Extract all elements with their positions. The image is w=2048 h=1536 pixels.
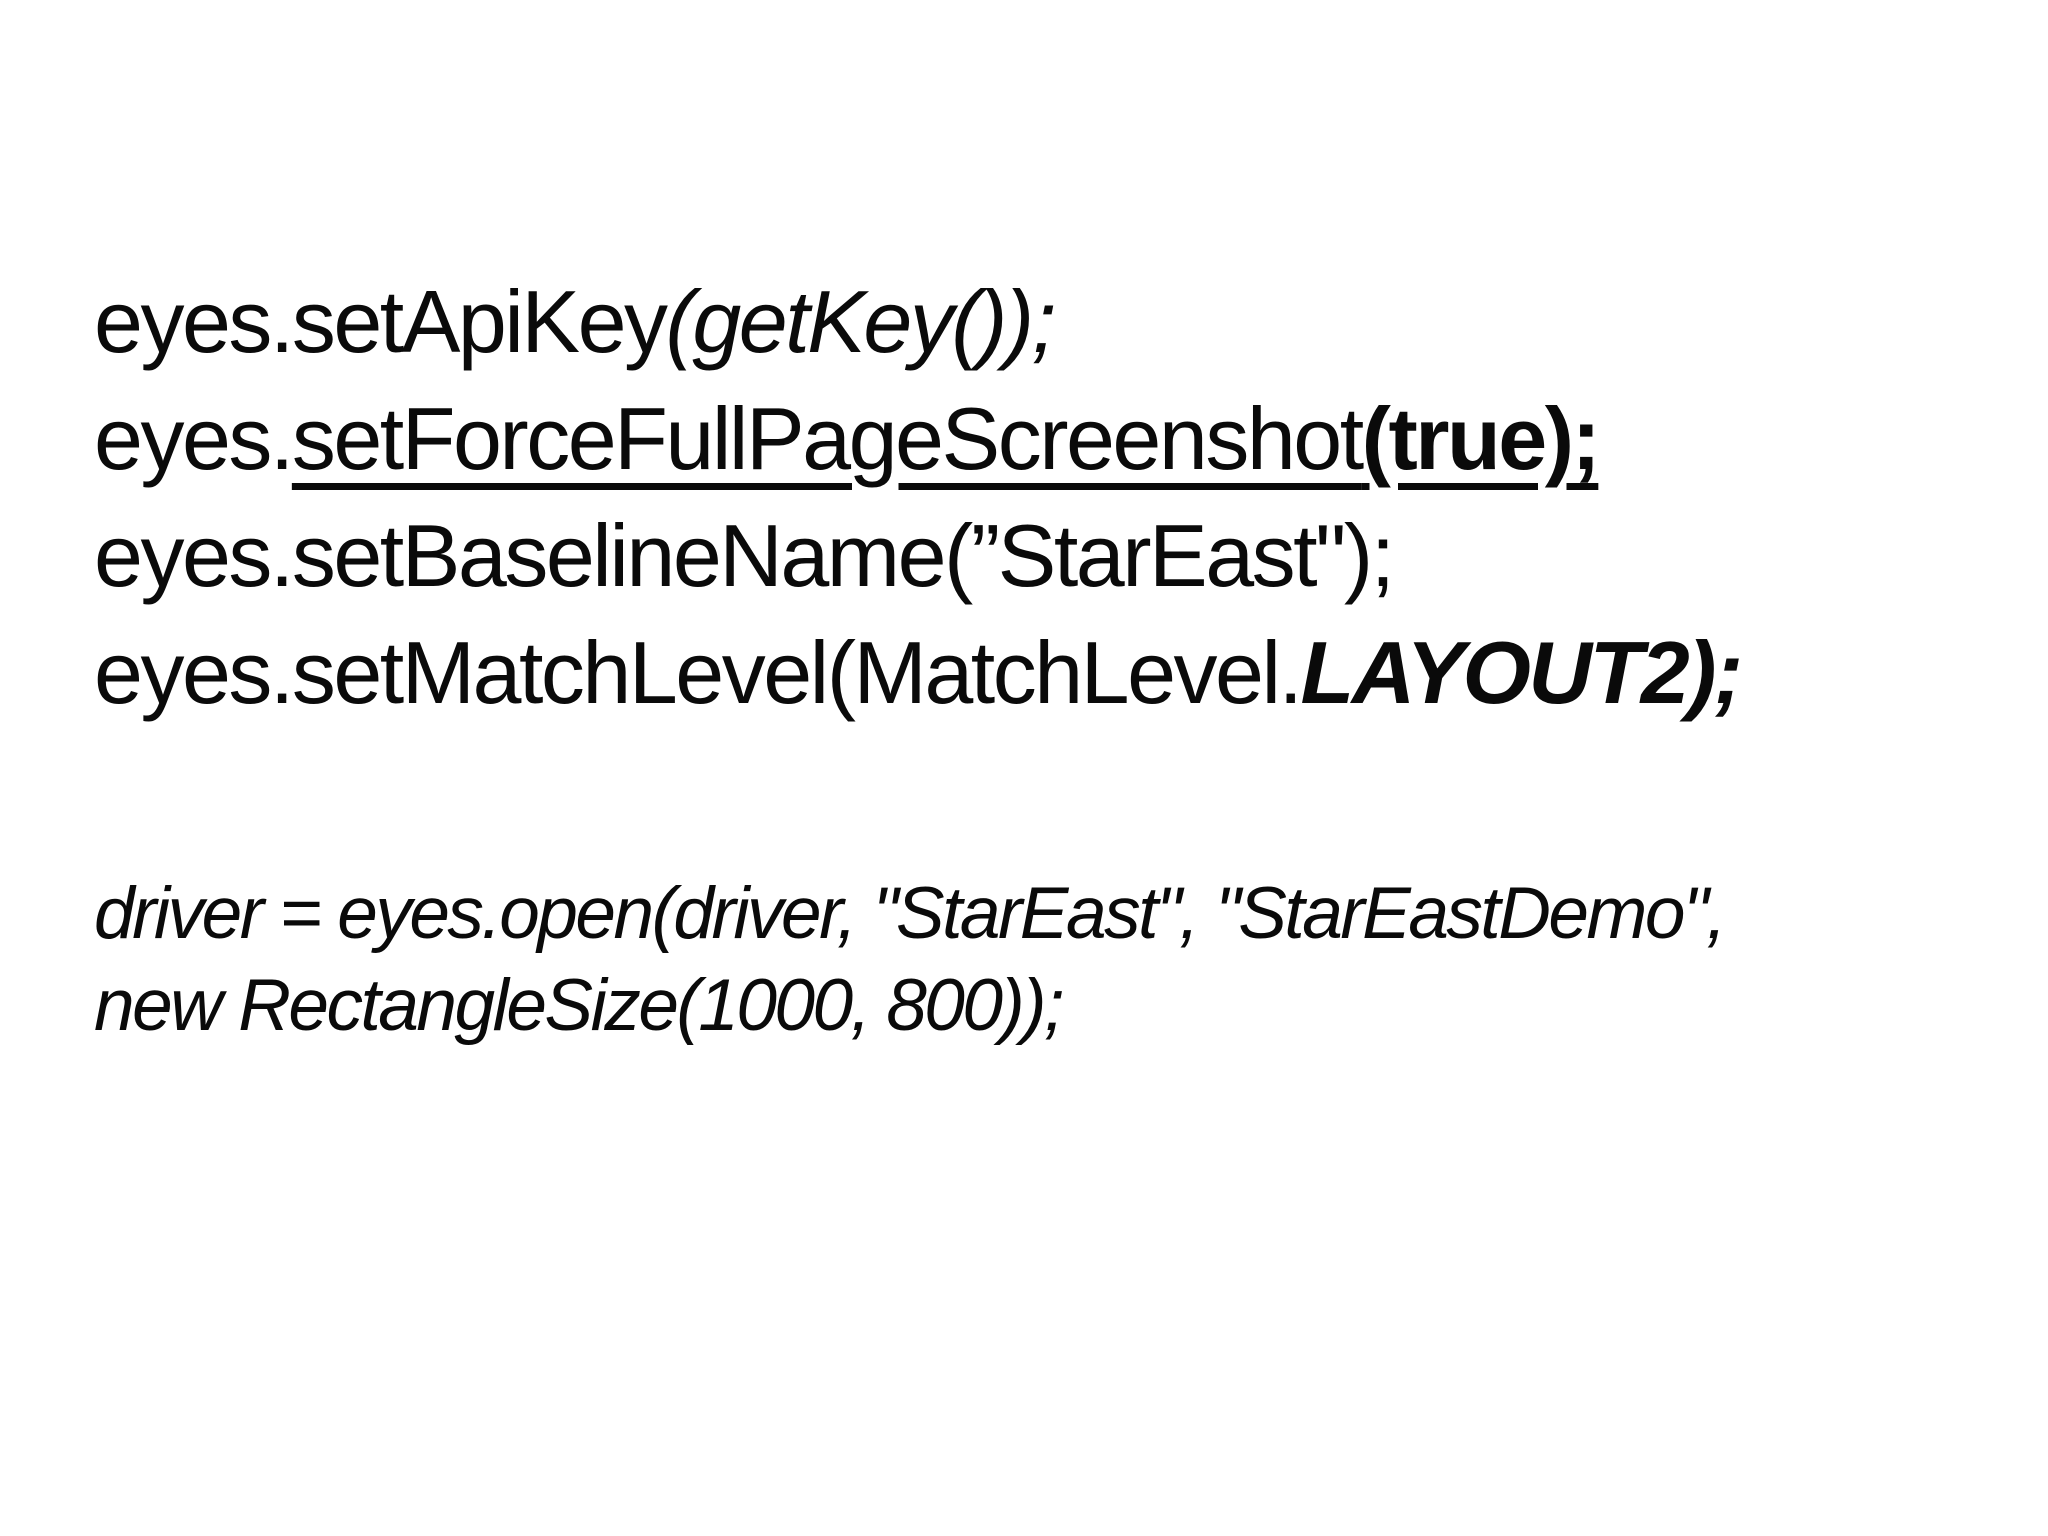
set-match-level-prefix: eyes.setMatchLevel(MatchLevel.: [94, 623, 1303, 722]
code-block-eyes-open: driver = eyes.open(driver, "StarEast", "…: [94, 868, 1727, 1052]
force-screenshot-bold-arg: (true);: [1361, 389, 1601, 488]
code-line-set-baseline-name: eyes.setBaselineName(”StarEast");: [94, 497, 1741, 614]
get-key-italic-call: (getKey());: [665, 272, 1057, 371]
set-baseline-name-text: eyes.setBaselineName(”StarEast");: [94, 506, 1395, 605]
force-screenshot-method: setForceFullPageScreenshot: [291, 389, 1364, 488]
code-block-eyes-setup: eyes.setApiKey(getKey()); eyes.setForceF…: [94, 263, 1744, 731]
code-line-eyes-open: driver = eyes.open(driver, "StarEast", "…: [94, 868, 1727, 960]
layout2-bold-italic-arg: LAYOUT2);: [1300, 623, 1744, 722]
set-api-key-prefix: eyes.setApiKey: [94, 272, 668, 371]
rectangle-size-text: new RectangleSize(1000, 800));: [94, 965, 1064, 1046]
force-screenshot-underlined-call: setForceFullPageScreenshot(true);: [291, 389, 1601, 488]
force-screenshot-prefix: eyes.: [94, 389, 294, 488]
code-line-set-api-key: eyes.setApiKey(getKey());: [94, 263, 1741, 380]
code-line-rectangle-size: new RectangleSize(1000, 800));: [94, 960, 1724, 1052]
code-line-force-full-page-screenshot: eyes.setForceFullPageScreenshot(true);: [94, 380, 1741, 497]
code-line-set-match-level: eyes.setMatchLevel(MatchLevel.LAYOUT2);: [94, 614, 1744, 731]
eyes-open-text: driver = eyes.open(driver, "StarEast", "…: [94, 873, 1727, 954]
